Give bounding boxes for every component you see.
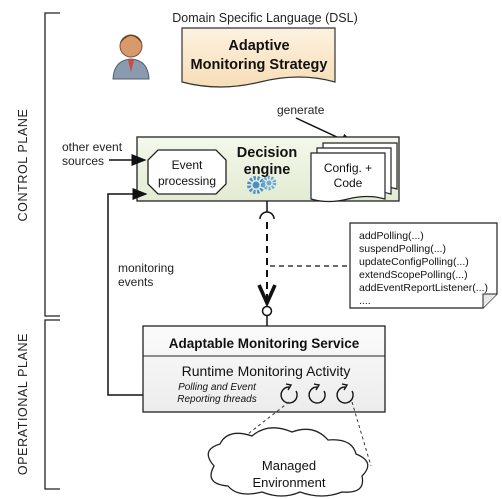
environment-line2: Environment [253,475,326,490]
decision-engine-title-line1: Decision [237,145,297,161]
api-call-4: extendScopePolling(...) [359,269,468,281]
other-events-label-line1: other event [62,140,123,154]
api-call-6: .... [359,295,371,307]
gear-icon [247,175,277,194]
managed-environment-cloud [207,427,369,497]
config-code-line1: Config. + [324,161,372,175]
environment-line1: Managed [262,458,316,473]
monitoring-service-box [142,325,386,413]
environment-connector-right [351,401,372,467]
api-call-1: addPolling(...) [359,230,424,242]
other-events-label-line2: sources [62,154,104,168]
api-call-2: suspendPolling(...) [359,243,446,255]
api-call-3: updateConfigPolling(...) [359,256,469,268]
strategy-title-line2: Monitoring Strategy [191,57,328,73]
required-interface-socket [259,211,275,220]
event-processing-node [147,149,227,195]
strategy-title-line1: Adaptive [228,38,289,54]
provided-interface-ball [261,305,273,317]
thread-loop-icon [280,383,298,404]
config-code-line2: Code [334,176,363,190]
event-processing-line2: processing [158,174,216,188]
runtime-activity-label: Runtime Monitoring Activity [182,363,351,379]
control-plane-bracket [44,12,60,317]
monitoring-events-label-line2: events [118,275,153,289]
dsl-label: Domain Specific Language (DSL) [172,11,358,25]
control-plane-label: CONTROL PLANE [16,109,30,222]
monitoring-events-label-line1: monitoring [118,261,174,275]
operational-plane-label: OPERATIONAL PLANE [16,333,30,475]
thread-loop-icon [308,383,326,404]
strategy-document [181,27,336,88]
environment-connector-left [211,401,290,463]
api-call-5: addEventReportListener(...) [359,282,488,294]
config-code-documents [310,142,398,203]
threads-label-line1: Polling and Event [178,382,257,393]
service-title: Adaptable Monitoring Service [169,336,360,351]
threads-label-line2: Reporting threads [177,394,257,405]
operational-plane-bracket [44,319,60,490]
thread-loop-icon [336,383,354,404]
generate-label: generate [277,103,325,117]
event-processing-line1: Event [172,158,203,172]
decision-engine-title-line2: engine [244,162,291,178]
user-icon [112,34,150,80]
